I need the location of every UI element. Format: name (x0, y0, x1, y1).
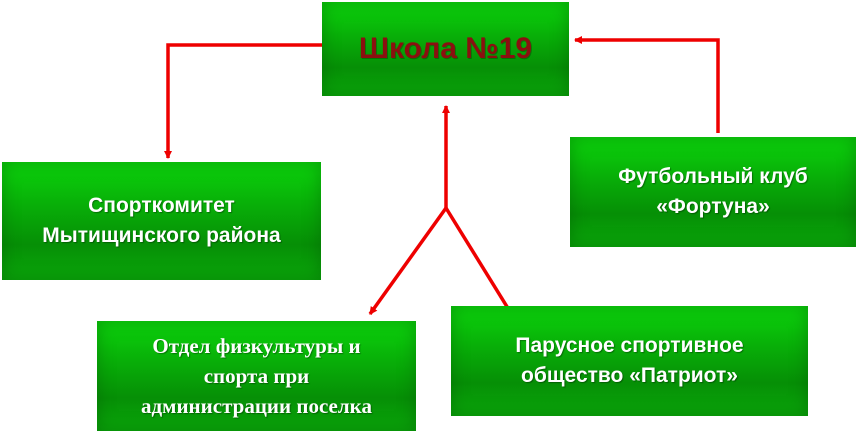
node-label-line: Футбольный клуб (618, 165, 808, 188)
node-label-line: Мытищинского района (42, 224, 281, 247)
node-label-line: администрации поселка (141, 394, 372, 418)
node-parus-label: Парусное спортивное общество «Патриот» (515, 331, 743, 391)
node-sportcomitet: Спорткомитет Мытищинского района (2, 162, 321, 280)
node-football-club: Футбольный клуб «Фортуна» (570, 137, 856, 247)
arrow-football-to-school (574, 36, 720, 133)
node-label-line: общество «Патриот» (521, 364, 738, 387)
node-label-line: Спорткомитет (88, 194, 235, 217)
arrow-school-to-sportcomitet (164, 43, 322, 159)
arrow-fork-to-otdel (368, 206, 448, 316)
node-label-line: Отдел физкультуры и (152, 334, 361, 358)
node-label-line: спорта при (203, 364, 310, 388)
node-school: Школа №19 (322, 2, 569, 96)
node-label-line: «Фортуна» (656, 195, 770, 218)
node-label-line: Парусное спортивное (515, 334, 744, 357)
node-sailing-society: Парусное спортивное общество «Патриот» (451, 306, 808, 416)
node-sportcomitet-label: Спорткомитет Мытищинского района (42, 191, 280, 251)
node-football-label: Футбольный клуб «Фортуна» (618, 162, 808, 222)
node-otdel-label: Отдел физкультуры и спорта при администр… (141, 331, 372, 421)
arrow-fork-to-parus (444, 207, 516, 319)
node-school-title: Школа №19 (358, 32, 533, 65)
node-sports-department: Отдел физкультуры и спорта при администр… (97, 321, 416, 431)
